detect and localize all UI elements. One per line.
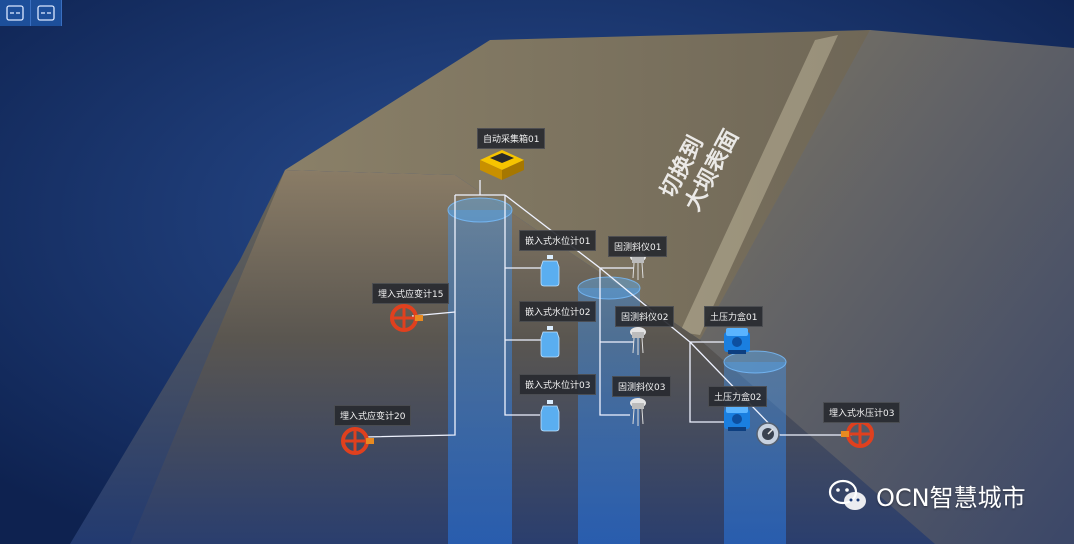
dam-top-surface	[285, 30, 890, 340]
watermark-text: OCN智慧城市	[876, 484, 1026, 512]
view-toolbar	[0, 0, 62, 26]
label-collector-01[interactable]: 自动采集箱01	[477, 128, 546, 149]
borehole-top-2	[577, 276, 641, 300]
wechat-icon	[828, 479, 866, 510]
water-level-device-02[interactable]	[540, 326, 560, 358]
connection-lines	[364, 180, 852, 438]
water-level-device-01[interactable]	[540, 255, 560, 287]
fit-view-button[interactable]	[0, 0, 31, 26]
label-water-level-02[interactable]: 嵌入式水位计02	[519, 301, 597, 322]
water-level-device-03[interactable]	[540, 400, 560, 432]
label-strain-20[interactable]: 埋入式应变计20	[334, 405, 412, 426]
watermark: OCN智慧城市	[828, 478, 1026, 513]
fit-view-icon	[6, 5, 24, 21]
label-inclinometer-02[interactable]: 固测斜仪02	[615, 306, 675, 327]
inclinometer-device-02[interactable]	[630, 327, 646, 355]
label-water-pressure-03[interactable]: 埋入式水压计03	[823, 402, 901, 423]
fullscreen-icon	[37, 5, 55, 21]
strain-gauge-valve-20[interactable]	[341, 427, 374, 455]
dam-downstream-slope	[700, 30, 1074, 544]
label-pressure-box-02[interactable]: 土压力盒02	[708, 386, 768, 407]
strain-gauge-valve-15[interactable]	[390, 304, 423, 332]
label-strain-15[interactable]: 埋入式应变计15	[372, 283, 450, 304]
pressure-box-device-01[interactable]	[724, 328, 750, 354]
inclinometer-device-03[interactable]	[630, 398, 646, 426]
label-water-level-03[interactable]: 嵌入式水位计03	[519, 374, 597, 395]
borehole-beam-1	[448, 210, 512, 544]
pressure-box-device-02[interactable]	[724, 405, 750, 431]
label-inclinometer-01[interactable]: 固测斜仪01	[608, 236, 668, 257]
label-inclinometer-03[interactable]: 固测斜仪03	[612, 376, 672, 397]
dam-crest-stripe	[680, 35, 838, 335]
gauge-disk-device[interactable]	[756, 422, 780, 446]
borehole-top-1	[447, 197, 513, 223]
collector-device[interactable]	[480, 150, 524, 180]
borehole-beam-2	[578, 288, 640, 544]
borehole-top-3	[723, 350, 787, 374]
label-water-level-01[interactable]: 嵌入式水位计01	[519, 230, 597, 251]
fullscreen-button[interactable]	[31, 0, 62, 26]
label-pressure-box-01[interactable]: 土压力盒01	[704, 306, 764, 327]
